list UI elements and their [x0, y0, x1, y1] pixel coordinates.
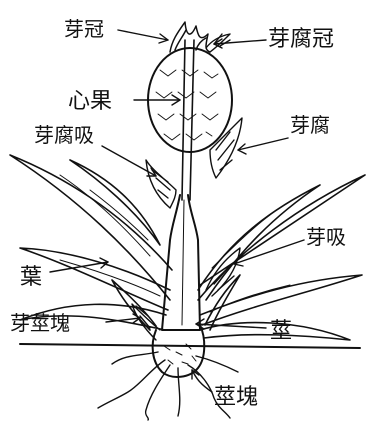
label-stem: 莖 [270, 319, 292, 344]
label-fruit: 心果 [68, 89, 112, 114]
leaves-right [198, 175, 365, 340]
arrow-stem-tuber [192, 370, 212, 392]
fruit-eyes [156, 70, 218, 140]
label-crown: 芽冠 [64, 17, 104, 41]
label-stem-tuber-bud: 芽莖塊 [10, 311, 70, 335]
label-fruit-slip-right: 芽腐 [290, 113, 330, 137]
stem-core [182, 200, 184, 325]
arrow-fruit-slip-left [102, 146, 156, 176]
label-fruit-slip-left: 芽腐吸 [34, 123, 94, 147]
leaves-left [10, 155, 172, 330]
label-stem-tuber: 莖塊 [214, 385, 258, 410]
label-leaf: 葉 [20, 265, 42, 290]
fruit-slip-left-shape [146, 160, 176, 208]
label-sucker: 芽吸 [306, 225, 346, 249]
label-crown-slip: 芽腐冠 [268, 27, 334, 52]
